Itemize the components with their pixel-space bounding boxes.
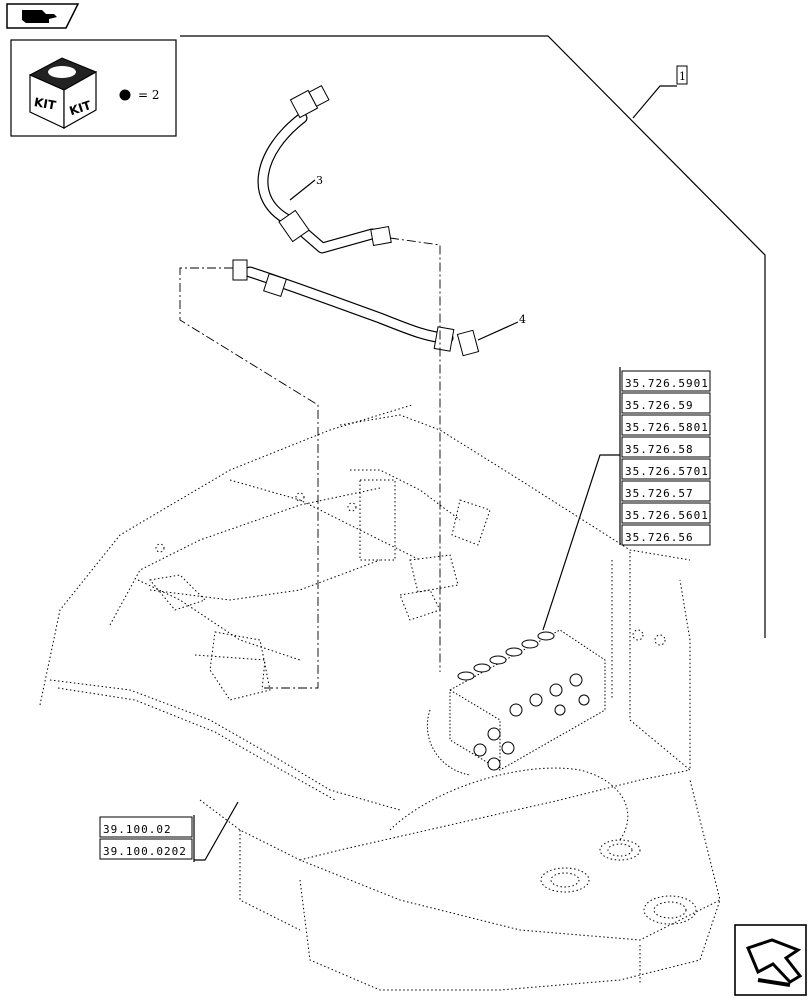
callout-item-1: 1	[679, 70, 686, 83]
ref-code[interactable]: 35.726.5801	[625, 421, 709, 434]
kit-label-right: KIT	[68, 98, 94, 118]
right-ref-list: 35.726.5901 35.726.59 35.726.5801 35.726.58…	[621, 370, 711, 546]
kit-legend-box: KIT KIT = 2	[10, 39, 177, 137]
hose-assembly-4	[232, 259, 480, 357]
ref-box	[621, 392, 711, 414]
ref-code[interactable]: 35.726.58	[625, 443, 694, 456]
ref-box	[621, 458, 711, 480]
ref-box	[621, 524, 711, 546]
pointing-hand-icon[interactable]	[6, 3, 80, 29]
ref-box	[99, 816, 193, 838]
ref-code[interactable]: 35.726.5901	[625, 377, 709, 390]
kit-label-left: KIT	[33, 95, 58, 113]
ref-box	[621, 436, 711, 458]
ref-box	[621, 414, 711, 436]
callout-item-3: 3	[316, 174, 323, 187]
ref-code[interactable]: 35.726.59	[625, 399, 694, 412]
control-valve-block	[426, 629, 606, 776]
ref-code[interactable]: 35.726.56	[625, 531, 694, 544]
ref-code[interactable]: 39.100.02	[103, 823, 172, 836]
callout-item-4: 4	[519, 313, 526, 326]
next-page-arrow-icon[interactable]	[734, 924, 807, 996]
hose-assembly-3	[257, 84, 392, 254]
ref-box	[621, 370, 711, 392]
kit-bullet-icon	[119, 89, 131, 101]
ref-box	[621, 480, 711, 502]
left-ref-list: 39.100.02 39.100.0202	[99, 816, 193, 860]
ref-code[interactable]: 39.100.0202	[103, 845, 187, 858]
machine-frame	[39, 404, 721, 991]
ref-box	[99, 838, 193, 860]
ref-code[interactable]: 35.726.5601	[625, 509, 709, 522]
ref-code[interactable]: 35.726.57	[625, 487, 694, 500]
kit-box-icon: KIT KIT	[28, 57, 98, 130]
ref-box	[621, 502, 711, 524]
ref-code[interactable]: 35.726.5701	[625, 465, 709, 478]
kit-quantity-text: = 2	[138, 88, 160, 102]
